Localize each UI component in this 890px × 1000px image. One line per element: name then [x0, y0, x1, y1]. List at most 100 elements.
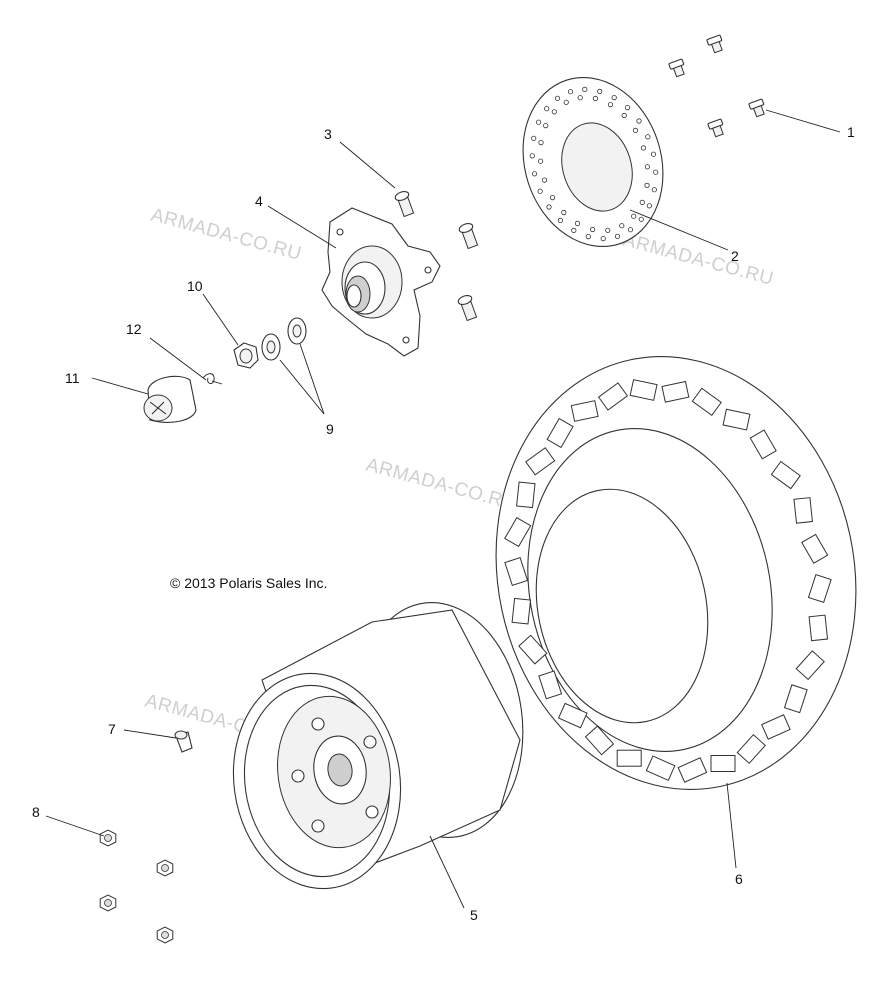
tire-tread-block: [570, 400, 599, 422]
watermark-3: ARMADA-CO.RU: [364, 455, 519, 515]
callout-1: 1: [847, 124, 855, 140]
disc-hole: [597, 88, 603, 95]
disc-hole: [589, 226, 596, 233]
washers-part-9: [261, 317, 307, 361]
disc-hole: [538, 140, 544, 146]
callout-3: 3: [324, 126, 332, 142]
callout-5: 5: [470, 907, 478, 923]
disc-hole: [614, 233, 621, 239]
callout-7: 7: [108, 721, 116, 737]
tire-tread-block: [677, 757, 708, 783]
tire-tread-block: [661, 380, 690, 403]
callout-12: 12: [126, 321, 142, 337]
tire-tread-block: [504, 556, 529, 587]
tire-tread-block: [504, 517, 532, 548]
disc-hole: [644, 182, 650, 188]
disc-hole: [636, 118, 642, 124]
cotter-pin-part-12: [202, 373, 223, 385]
disc-hole: [582, 86, 588, 93]
tire-tread-block: [761, 714, 791, 740]
tire-tread-block: [557, 702, 588, 729]
disc-hole: [529, 153, 535, 159]
disc-hole: [650, 151, 657, 157]
tire-tread-block: [584, 725, 615, 756]
lug-nut-bore: [104, 899, 112, 907]
tire-tread-block: [546, 417, 574, 449]
disc-hole: [592, 95, 599, 102]
disc-hole: [554, 95, 561, 101]
tire-tread-block: [808, 614, 829, 642]
watermark-2: ARMADA-CO.RU: [621, 230, 776, 290]
callout-2: 2: [731, 248, 739, 264]
tire-part-6: [495, 356, 857, 790]
callout-11: 11: [65, 370, 80, 386]
disc-hole: [638, 216, 644, 222]
disc-hole: [651, 187, 657, 193]
disc-hole: [631, 213, 637, 219]
tire-tread-block: [736, 734, 766, 764]
disc-hole: [646, 203, 653, 209]
rim-part-5: [232, 602, 524, 890]
disc-hole: [563, 99, 569, 105]
copyright-notice: © 2013 Polaris Sales Inc.: [170, 575, 327, 591]
tire-tread-block: [749, 429, 777, 460]
tire-tread-block: [629, 379, 658, 401]
disc-hole: [551, 109, 557, 115]
disc-hole: [600, 236, 606, 242]
tire-tread-block: [538, 670, 563, 700]
lug-nut-bore: [161, 864, 169, 872]
disc-hole: [645, 134, 651, 140]
disc-hole: [632, 127, 639, 133]
tire-tread-block: [783, 684, 808, 714]
disc-hole: [535, 119, 542, 125]
tire-tread-block: [597, 382, 629, 411]
disc-hole: [571, 227, 577, 233]
valve-stem-part-7: [174, 730, 193, 753]
disc-hole: [543, 123, 549, 129]
disc-hole: [639, 199, 645, 205]
disc-hole: [644, 164, 651, 170]
disc-hole: [531, 135, 537, 141]
tire-tread-block: [710, 755, 736, 772]
disc-hole: [574, 220, 581, 226]
tire-tread-block: [807, 573, 832, 604]
lug-nuts-part-8: [99, 829, 174, 944]
tire-tread-block: [770, 460, 801, 490]
callout-6: 6: [735, 871, 743, 887]
lug-nut-bore: [104, 834, 112, 842]
disc-hole: [627, 227, 634, 233]
disc-hole: [577, 95, 583, 101]
disc-hole: [619, 223, 625, 229]
callout-8: 8: [32, 804, 40, 820]
callout-10: 10: [187, 278, 203, 294]
tire-tread-block: [525, 447, 556, 476]
tire-tread-block: [801, 533, 829, 564]
leader-lines: [45, 109, 841, 909]
disc-hole: [544, 106, 550, 112]
disc-hole: [546, 204, 552, 210]
tire-tread-block: [645, 755, 676, 782]
disc-hole: [640, 145, 647, 151]
callout-9: 9: [326, 421, 334, 437]
disc-hole: [567, 89, 574, 95]
disc-hole: [561, 209, 567, 216]
tire-tread-block: [793, 497, 813, 524]
tire-tread-block: [722, 408, 751, 431]
tire-tread-block: [516, 481, 536, 509]
disc-hole: [624, 105, 631, 111]
tire-tread-block: [616, 749, 642, 767]
disc-hole: [537, 158, 544, 164]
callout-4: 4: [255, 193, 263, 209]
disc-hole: [621, 112, 627, 119]
lug-nut-bore: [161, 931, 169, 939]
disc-hole: [605, 227, 611, 233]
disc-hole: [549, 195, 556, 201]
disc-hole: [611, 95, 617, 101]
tire-tread-block: [691, 387, 722, 417]
disc-hole: [537, 188, 543, 194]
dust-cap-part-11: [143, 375, 197, 423]
wheel-hub-part-4: [321, 207, 441, 357]
tire-tread-block: [518, 634, 548, 665]
disc-hole: [653, 169, 659, 175]
